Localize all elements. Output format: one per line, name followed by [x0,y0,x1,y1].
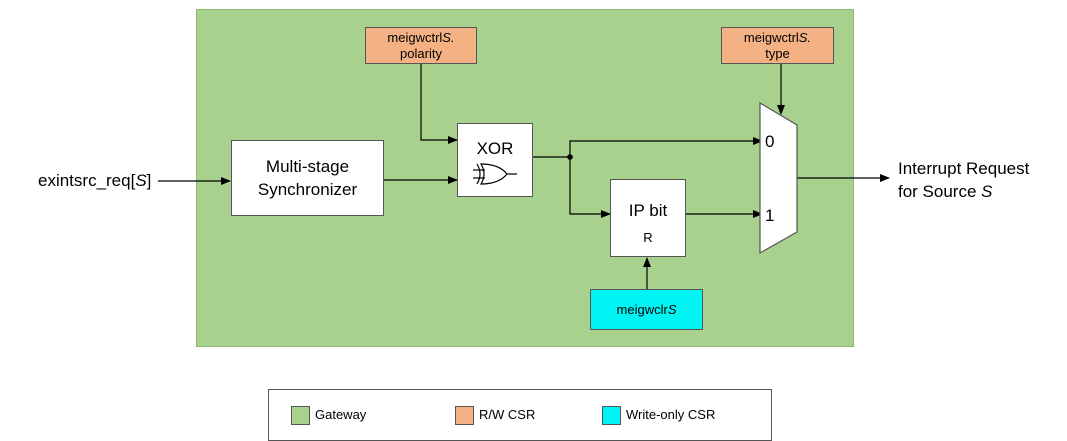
xor-block: XOR [457,123,533,197]
output-label: Interrupt Request for Source S [898,159,1030,201]
ip-bit-block: IP bit R [610,179,686,257]
mux-shape [759,101,798,255]
type-csr-block: meigwctrlS. type [721,27,834,64]
legend-swatch-gateway [291,406,310,425]
clear-csr-label: meigwclrS [616,301,677,317]
ip-bit-read-marker: R [643,229,653,245]
input-signal-label: exintsrc_req[S] [38,171,152,190]
ip-bit-label: IP bit [628,200,668,220]
synchronizer-label-line1: Multi-stage [265,157,350,176]
type-csr-name: meigwctrlS. [743,29,812,45]
clear-csr-block: meigwclrS [590,289,703,330]
synchronizer-block: Multi-stage Synchronizer [231,140,384,216]
polarity-csr-name: meigwctrlS. [387,29,455,45]
polarity-csr-field: polarity [400,45,442,61]
xor-label: XOR [476,139,514,158]
legend-swatch-write-only-csr [602,406,621,425]
polarity-csr-block: meigwctrlS. polarity [365,27,477,64]
legend-label-gateway: Gateway [315,407,367,422]
legend-swatch-rw-csr [455,406,474,425]
mux-input-0-label: 0 [765,132,775,151]
legend-label-rw-csr: R/W CSR [479,407,536,422]
type-csr-field: type [765,45,790,61]
xor-gate-icon [473,163,517,185]
legend-label-write-only-csr: Write-only CSR [626,407,716,422]
mux-input-1-label: 1 [765,206,775,225]
synchronizer-label-line2: Synchronizer [257,180,358,199]
legend: Gateway R/W CSR Write-only CSR [268,389,772,441]
